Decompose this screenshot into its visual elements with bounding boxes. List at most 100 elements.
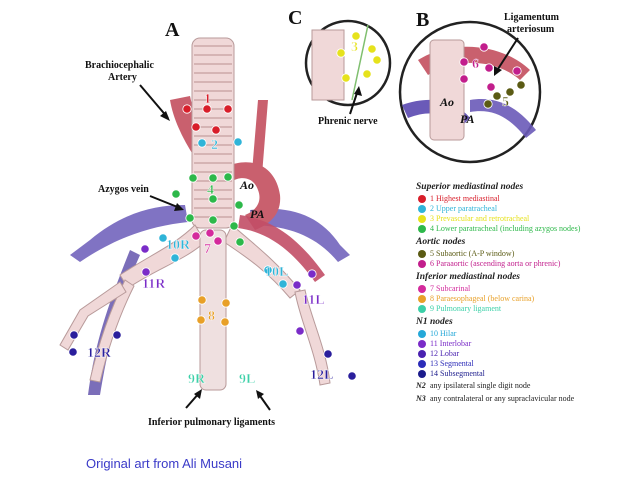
node-station-11l bbox=[307, 269, 317, 279]
legend-item: 13 Segmental bbox=[416, 359, 631, 369]
node-station-2 bbox=[197, 138, 207, 148]
legend-item-label: 11 Interlobar bbox=[430, 338, 472, 348]
node-station-4 bbox=[223, 172, 233, 182]
panel-b-pa-label: PA bbox=[460, 112, 474, 126]
legend-item: 10 Hilar bbox=[416, 329, 631, 339]
node-station-12l bbox=[347, 371, 357, 381]
node-station-3 bbox=[362, 69, 372, 79]
node-station-4 bbox=[235, 237, 245, 247]
legend-item-label: 14 Subsegmental bbox=[430, 368, 485, 378]
panel-b bbox=[398, 20, 542, 164]
legend-item: 4 Lower paratracheal (including azygos n… bbox=[416, 224, 631, 234]
node-station-3 bbox=[372, 55, 382, 65]
labels: A B C Brachiocephalic Artery Azygos vein… bbox=[85, 7, 560, 428]
node-station-3 bbox=[367, 44, 377, 54]
station-label-11l: 11L bbox=[302, 293, 325, 308]
legend-swatch bbox=[418, 339, 426, 348]
node-station-6 bbox=[486, 82, 496, 92]
node-station-6 bbox=[459, 74, 469, 84]
node-station-1 bbox=[182, 104, 192, 114]
credit-text: Original art from Ali Musani bbox=[86, 456, 243, 471]
station-label-7: 7 bbox=[204, 242, 211, 257]
panel-c-trachea bbox=[311, 29, 345, 101]
left-vein bbox=[250, 208, 350, 262]
node-station-8 bbox=[221, 298, 231, 308]
node-station-8 bbox=[220, 317, 230, 327]
brachiocephalic-label-1: Brachiocephalic bbox=[85, 60, 154, 71]
node-station-6 bbox=[484, 63, 494, 73]
legend-swatch bbox=[418, 359, 426, 368]
pa-label: PA bbox=[250, 207, 264, 221]
node-station-4 bbox=[171, 189, 181, 199]
legend-group-title: Superior mediastinal nodes bbox=[416, 182, 524, 192]
legend-item: 12 Lobar bbox=[416, 349, 631, 359]
azygos-label: Azygos vein bbox=[98, 184, 149, 195]
node-station-4 bbox=[229, 221, 239, 231]
legend-item: 5 Subaortic (A-P window) bbox=[416, 249, 631, 259]
legend-group-title: N1 nodes bbox=[416, 317, 453, 327]
node-station-4 bbox=[208, 173, 218, 183]
node-station-6 bbox=[479, 42, 489, 52]
legend-item-label: 13 Segmental bbox=[430, 358, 474, 368]
station-label-8: 8 bbox=[208, 309, 215, 324]
node-station-8 bbox=[197, 295, 207, 305]
legend-swatch bbox=[418, 249, 426, 258]
ligament-arrowhead-left bbox=[194, 389, 202, 399]
legend-swatch bbox=[418, 329, 426, 338]
legend-group-title: Aortic nodes bbox=[416, 237, 466, 247]
node-station-12r bbox=[112, 330, 122, 340]
node-station-4 bbox=[185, 213, 195, 223]
legend-swatch bbox=[418, 294, 426, 303]
node-station-3 bbox=[336, 48, 346, 58]
legend-item: 7 Subcarinal bbox=[416, 284, 631, 294]
legend-note-key: N2 bbox=[416, 381, 426, 390]
node-station-1 bbox=[211, 125, 221, 135]
node-station-11l bbox=[295, 326, 305, 336]
ligamentum-label-2: arteriosum bbox=[507, 24, 555, 35]
station-label-12l: 12L bbox=[310, 368, 333, 383]
legend-item: 6 Paraaortic (ascending aorta or phrenic… bbox=[416, 259, 631, 269]
ligamentum-label-1: Ligamentum bbox=[504, 12, 560, 23]
station-label-1: 1 bbox=[204, 92, 211, 107]
station-label-9l: 9L bbox=[239, 372, 255, 387]
node-station-5 bbox=[516, 80, 526, 90]
legend-swatch bbox=[418, 194, 426, 203]
phrenic-arrowhead bbox=[354, 86, 362, 96]
ligamentum-arrow bbox=[495, 37, 519, 73]
legend-item-label: 2 Upper paratracheal bbox=[430, 203, 498, 213]
legend-item: 2 Upper paratracheal bbox=[416, 204, 631, 214]
legend-item: 14 Subsegmental bbox=[416, 369, 631, 379]
node-station-5 bbox=[483, 99, 493, 109]
station-label-12r: 12R bbox=[87, 346, 112, 361]
legend-swatch bbox=[418, 204, 426, 213]
node-station-5 bbox=[505, 87, 515, 97]
node-station-1 bbox=[223, 104, 233, 114]
brachiocephalic-label-2: Artery bbox=[108, 72, 137, 83]
legend-item-label: 6 Paraaortic (ascending aorta or phrenic… bbox=[430, 258, 561, 268]
legend-group-title: Inferior mediastinal nodes bbox=[416, 272, 520, 282]
node-station-10r bbox=[158, 233, 168, 243]
node-station-3 bbox=[341, 73, 351, 83]
node-station-4 bbox=[208, 215, 218, 225]
station-label-10l: 10L bbox=[265, 265, 288, 280]
node-station-12r bbox=[69, 330, 79, 340]
legend-item-label: 10 Hilar bbox=[430, 328, 457, 338]
legend-swatch bbox=[418, 284, 426, 293]
brachiocephalic-arrow bbox=[139, 84, 169, 119]
ao-label: Ao bbox=[239, 178, 254, 192]
azygos-arrowhead bbox=[174, 203, 184, 211]
station-label-11r: 11R bbox=[142, 277, 166, 292]
node-station-10r bbox=[170, 253, 180, 263]
node-station-1 bbox=[202, 104, 212, 114]
legend-swatch bbox=[418, 369, 426, 378]
node-station-12l bbox=[323, 349, 333, 359]
legend-swatch bbox=[418, 304, 426, 313]
brachiocephalic-arrowhead bbox=[160, 111, 170, 121]
node-station-3 bbox=[351, 31, 361, 41]
node-station-11l bbox=[292, 280, 302, 290]
node-station-10l bbox=[263, 265, 273, 275]
